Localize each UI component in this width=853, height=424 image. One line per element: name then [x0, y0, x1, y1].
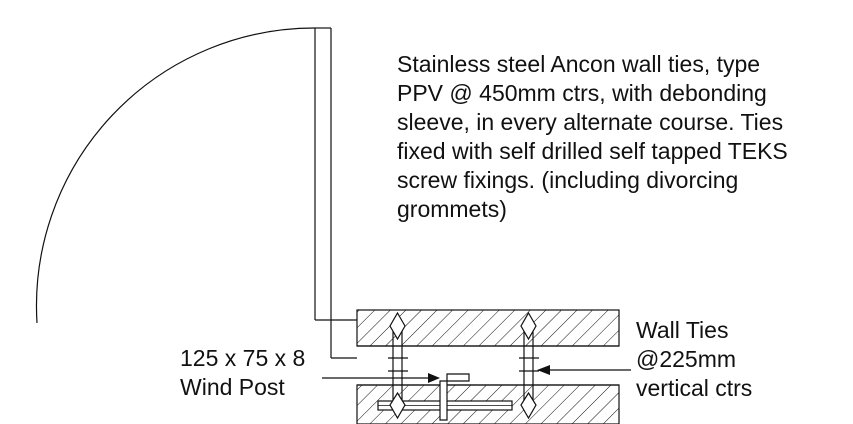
note-line: fixed with self drilled self tapped TEKS [397, 138, 788, 164]
door-frame [314, 27, 357, 359]
note-line: Wind Post [180, 374, 285, 400]
note-line: Stainless steel Ancon wall ties, type [397, 51, 761, 77]
note-line: @225mm [636, 346, 737, 372]
note-line: vertical ctrs [636, 375, 753, 401]
note-line: Wall Ties [636, 317, 729, 343]
cavity-lines [357, 345, 619, 386]
note-line: 125 x 75 x 8 [180, 345, 306, 371]
wind-post-leader [322, 373, 440, 383]
wind-post-angle [439, 373, 470, 421]
wall-ties-leader [537, 365, 631, 375]
ties-specification-note: Stainless steel Ancon wall ties, type PP… [397, 50, 788, 224]
wall-tie-left [388, 311, 408, 420]
door-swing-arc [35, 27, 316, 324]
note-line: PPV @ 450mm ctrs, with debonding [397, 80, 767, 106]
note-line: screw fixings. (including divorcing [397, 167, 739, 193]
note-line: grommets) [397, 196, 507, 222]
wall-tie-right [519, 311, 539, 420]
wall-ties-note: Wall Ties @225mm vertical ctrs [636, 316, 752, 403]
note-line: sleeve, in every alternate course. Ties [397, 109, 784, 135]
wind-post-note: 125 x 75 x 8 Wind Post [180, 344, 305, 402]
